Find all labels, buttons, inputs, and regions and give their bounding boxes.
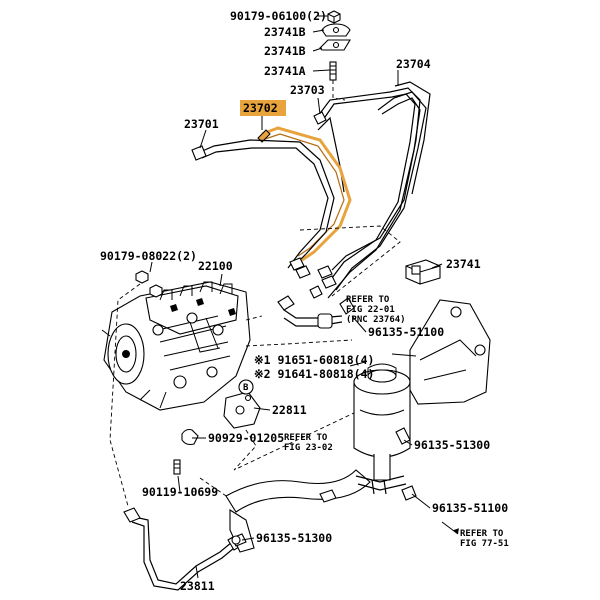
label-refer-fig-23-02-line2: FIG 23-02 — [284, 443, 333, 453]
bolt-23741a — [329, 61, 337, 81]
nut-90179-08022 — [135, 270, 163, 298]
label-circle-b: B — [243, 383, 249, 393]
clamp-23741b-upper — [321, 23, 351, 37]
clamp-23741 — [405, 259, 441, 285]
dash-lower — [199, 411, 357, 501]
label-refer-fig-77-51-line2: FIG 77-51 — [460, 539, 509, 549]
highlight-box-23702 — [240, 100, 286, 116]
leader-lines — [149, 15, 443, 579]
dash-pipe-box — [299, 225, 401, 297]
refer-arrow — [441, 521, 459, 535]
elbow-90929-01205 — [181, 428, 199, 446]
label-23741a: 23741A — [264, 64, 306, 78]
label-23741b-lower: 23741B — [264, 44, 306, 58]
bracket-22811 — [223, 391, 261, 429]
leader-dash-top — [332, 80, 346, 101]
label-23701: 23701 — [184, 117, 219, 131]
label-96135-51300-lower: 96135-51300 — [256, 531, 332, 545]
label-23741: 23741 — [446, 257, 481, 271]
label-refer-fig-22-01-line1: REFER TO — [346, 295, 390, 305]
label-refer-fig-77-51-line1: REFER TO — [460, 529, 504, 539]
label-22811: 22811 — [272, 403, 307, 417]
label-91651-60818: ※1 91651-60818(4) — [254, 353, 374, 367]
label-22100: 22100 — [198, 259, 233, 273]
nut-90179-06100 — [327, 10, 341, 24]
injection-pump-22100 — [101, 281, 251, 411]
label-96135-51300-upper: 96135-51300 — [414, 438, 490, 452]
label-90929-01205: 90929-01205 — [208, 431, 284, 445]
injection-pipe-23701 — [191, 139, 335, 269]
label-90119-10699: 90119-10699 — [142, 485, 218, 499]
pipe-nozzle-ends — [289, 111, 337, 299]
injection-pipe-23704 — [317, 81, 431, 299]
label-90179-08022: 90179-08022(2) — [100, 249, 197, 263]
circle-b-marker — [238, 379, 254, 395]
bolt-90119-10699 — [173, 459, 181, 475]
dash-pump-right — [245, 315, 353, 347]
label-90179-06100: 90179-06100(2) — [230, 9, 327, 23]
fuel-pipe-23811 — [123, 507, 245, 591]
label-96135-51100-lower: 96135-51100 — [432, 501, 508, 515]
label-96135-51100-upper: 96135-51100 — [368, 325, 444, 339]
label-refer-fig-22-01-line3: (PNC 23764) — [346, 315, 406, 325]
fuel-hose-fitting — [277, 295, 355, 329]
label-23741b-upper: 23741B — [264, 25, 306, 39]
clamp-96135-51300-lower — [231, 535, 241, 545]
label-91641-80818: ※2 91641-80818(4) — [254, 367, 374, 381]
label-refer-fig-22-01-line2: FIG 22-01 — [346, 305, 395, 315]
reservoir-tank — [353, 363, 411, 481]
label-23702: 23702 — [243, 101, 278, 115]
reservoir-bracket — [409, 299, 491, 405]
label-23704: 23704 — [396, 57, 431, 71]
clamp-23741b-lower — [319, 39, 351, 51]
label-23811: 23811 — [180, 579, 215, 593]
label-refer-fig-23-02-line1: REFER TO — [284, 433, 328, 443]
label-23703: 23703 — [290, 83, 325, 97]
